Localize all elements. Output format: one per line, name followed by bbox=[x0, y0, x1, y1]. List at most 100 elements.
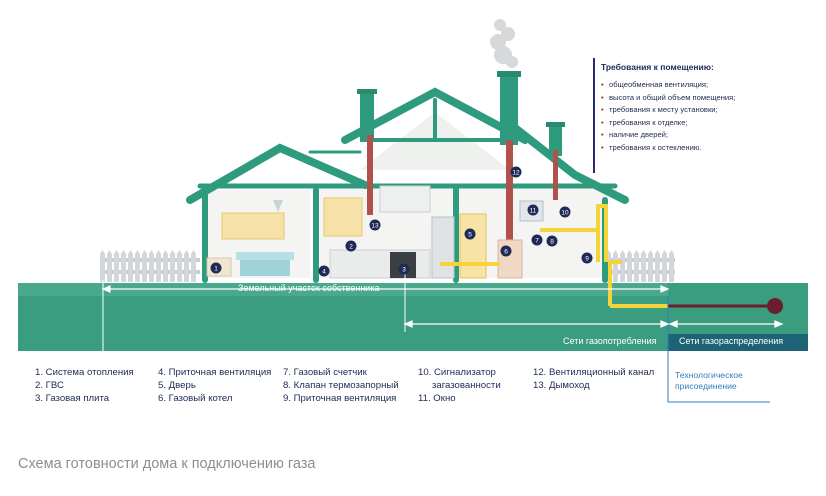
consumption-arrow bbox=[403, 320, 670, 328]
legend-item: загазованности bbox=[432, 379, 501, 391]
legend-item: 9. Приточная вентиляция bbox=[283, 392, 397, 404]
fence-picket bbox=[620, 250, 625, 282]
legend-item: 4. Приточная вентиляция bbox=[158, 367, 272, 378]
marker-circle bbox=[500, 245, 512, 257]
requirement-item: требования к отделке; bbox=[601, 117, 753, 130]
marker-circle bbox=[210, 262, 222, 274]
marker-circle bbox=[510, 166, 522, 178]
plot-label: Земельный участок собственника bbox=[238, 283, 380, 293]
consumption-label: Сети газопотребления bbox=[563, 336, 657, 346]
fence-picket bbox=[634, 250, 639, 282]
fence-picket bbox=[191, 250, 196, 282]
gas-boiler bbox=[497, 239, 523, 279]
fence-picket bbox=[613, 250, 618, 282]
fence-picket bbox=[149, 250, 154, 282]
marker-circle bbox=[398, 263, 410, 275]
technological-connection: Технологическое присоединение bbox=[675, 370, 743, 391]
plot-arrow bbox=[101, 285, 670, 293]
legend-item: 1. Система отопления bbox=[35, 367, 134, 378]
fence-picket bbox=[114, 250, 119, 282]
distribution-arrow bbox=[668, 320, 784, 328]
legend-item: 3. Газовая плита bbox=[35, 392, 110, 404]
fence-picket bbox=[641, 250, 646, 282]
marker-label: 3 bbox=[402, 267, 406, 274]
legend-column-1: 1. Система отопления 2. ГВС 3. Газовая п… bbox=[35, 367, 134, 405]
fence-pickets-left bbox=[100, 250, 196, 282]
marker-label: 1 bbox=[214, 266, 218, 273]
marker-circle bbox=[581, 252, 593, 264]
fence-pickets-right bbox=[606, 250, 674, 282]
marker-label: 6 bbox=[504, 249, 508, 256]
marker-label: 13 bbox=[371, 223, 379, 230]
kitchen-window bbox=[323, 197, 363, 237]
requirements-list: общеобменная вентиляция; высота и общий … bbox=[601, 79, 753, 155]
fence-picket bbox=[156, 250, 161, 282]
fence-picket bbox=[100, 250, 105, 282]
fence-picket bbox=[669, 250, 674, 282]
legend-item: 11. Окно bbox=[418, 392, 456, 404]
right-fence bbox=[605, 258, 675, 274]
marker-label: 5 bbox=[468, 232, 472, 239]
legend-item: 8. Клапан термозапорный bbox=[283, 379, 399, 391]
marker-label: 9 bbox=[585, 256, 589, 263]
distribution-node bbox=[767, 298, 783, 314]
fence-picket bbox=[135, 250, 140, 282]
marker-label: 11 bbox=[530, 208, 537, 215]
legend-column-4: 10. Сигнализатор загазованности 11. Окно bbox=[418, 367, 501, 405]
chimney-right bbox=[549, 126, 562, 156]
fence-picket bbox=[128, 250, 133, 282]
marker-circle bbox=[527, 204, 539, 216]
distribution-band bbox=[668, 334, 808, 351]
house-frame bbox=[186, 87, 629, 283]
legend-column-2: 4. Приточная вентиляция 5. Дверь 6. Газо… bbox=[158, 367, 271, 405]
marker-circle bbox=[464, 228, 476, 240]
legend-item: 5. Дверь bbox=[158, 379, 196, 391]
fence-picket bbox=[627, 250, 632, 282]
legend-item: 2. ГВС bbox=[35, 379, 64, 391]
vent-duct-right bbox=[553, 150, 558, 200]
fence-picket bbox=[655, 250, 660, 282]
legend-item: 12. Вентиляционный канал bbox=[533, 367, 655, 378]
marker-circle bbox=[369, 219, 381, 231]
marker-label: 12 bbox=[512, 170, 520, 177]
chimney-smoke bbox=[490, 19, 518, 68]
requirement-item: требования к остеклению. bbox=[601, 142, 753, 155]
legend-item: 13. Дымоход bbox=[533, 379, 590, 391]
fence-picket bbox=[142, 250, 147, 282]
marker-label: 4 bbox=[322, 269, 326, 276]
requirement-item: общеобменная вентиляция; bbox=[601, 79, 753, 92]
requirement-item: наличие дверей; bbox=[601, 129, 753, 142]
flue-duct bbox=[506, 140, 513, 250]
legend-item: 6. Газовый котел bbox=[158, 392, 233, 404]
fence-picket bbox=[184, 250, 189, 282]
painting bbox=[221, 212, 285, 240]
legend-column-3: 7. Газовый счетчик 8. Клапан термозапорн… bbox=[283, 367, 399, 405]
legend-item: 10. Сигнализатор bbox=[418, 367, 496, 378]
fence-picket bbox=[121, 250, 126, 282]
fence-picket bbox=[107, 250, 112, 282]
marker-label: 7 bbox=[535, 238, 539, 245]
sofa bbox=[240, 258, 290, 276]
marker-circle bbox=[546, 235, 558, 247]
requirement-item: высота и общий объем помещения; bbox=[601, 92, 753, 105]
marker-circle bbox=[531, 234, 543, 246]
marker-circle bbox=[345, 240, 357, 252]
consumption-band bbox=[405, 334, 668, 351]
fence-picket bbox=[170, 250, 175, 282]
marker-label: 2 bbox=[349, 244, 353, 251]
legend-column-5: 12. Вентиляционный канал 13. Дымоход bbox=[533, 367, 654, 393]
legend-item: 7. Газовый счетчик bbox=[283, 367, 367, 378]
fridge bbox=[431, 216, 455, 279]
marker-circle bbox=[318, 265, 330, 277]
chimney-left bbox=[360, 92, 374, 142]
fence-picket bbox=[177, 250, 182, 282]
requirements-title: Требования к помещению: bbox=[601, 62, 714, 72]
requirement-item: требования к месту установки; bbox=[601, 104, 753, 117]
chimney-main bbox=[500, 75, 518, 145]
requirements-panel: Требования к помещению: общеобменная вен… bbox=[593, 58, 753, 173]
fence-picket bbox=[163, 250, 168, 282]
marker-circle bbox=[559, 206, 571, 218]
marker-label: 8 bbox=[550, 239, 554, 246]
